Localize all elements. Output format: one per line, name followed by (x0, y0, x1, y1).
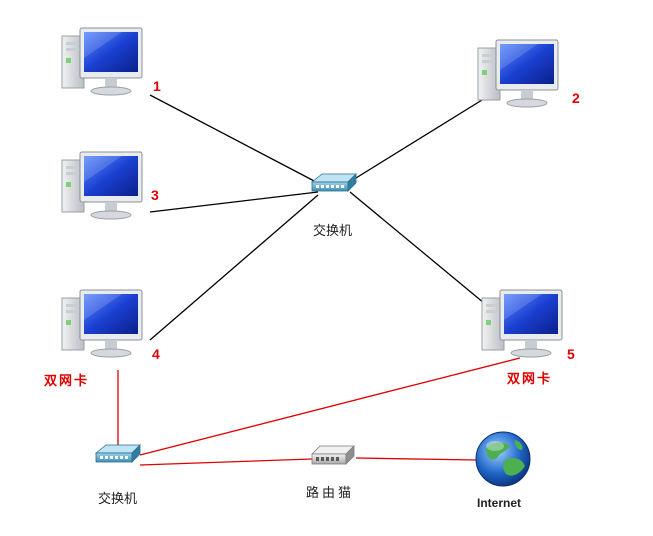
modem-icon (311, 445, 355, 465)
switch-icon (311, 173, 357, 192)
computer-number-4: 4 (152, 346, 160, 362)
internet-label: Internet (477, 496, 522, 510)
dual-nic-links (117, 357, 521, 466)
link-pc5-switch2 (139, 357, 521, 456)
computer-number-1: 1 (153, 78, 161, 94)
switch-icon (95, 444, 141, 463)
computer-icon (61, 27, 143, 96)
computer-number-3: 3 (151, 187, 159, 203)
link-pc3-switch (149, 191, 319, 213)
computer-icon (61, 289, 143, 358)
switch-top-label: 交换机 (313, 224, 353, 239)
globe-icon (475, 431, 531, 487)
link-pc4-switch (149, 194, 319, 341)
computer-icon (481, 289, 563, 358)
dual-nic-label-4: 双网卡 (44, 374, 90, 389)
computer-icon (61, 151, 143, 220)
modem-label: 路由猫 (306, 486, 355, 501)
dual-nic-label-5: 双网卡 (507, 372, 553, 387)
computer-number-2: 2 (572, 90, 580, 106)
link-pc5-switch (349, 191, 491, 309)
computer-number-5: 5 (567, 346, 575, 362)
link-modem-internet (355, 457, 477, 461)
link-pc1-switch (149, 94, 319, 184)
link-pc2-switch (355, 99, 483, 179)
switch-bottom-label: 交换机 (98, 492, 138, 507)
link-switch2-modem (139, 458, 313, 466)
computer-icon (477, 39, 559, 108)
lan-links (149, 94, 491, 341)
